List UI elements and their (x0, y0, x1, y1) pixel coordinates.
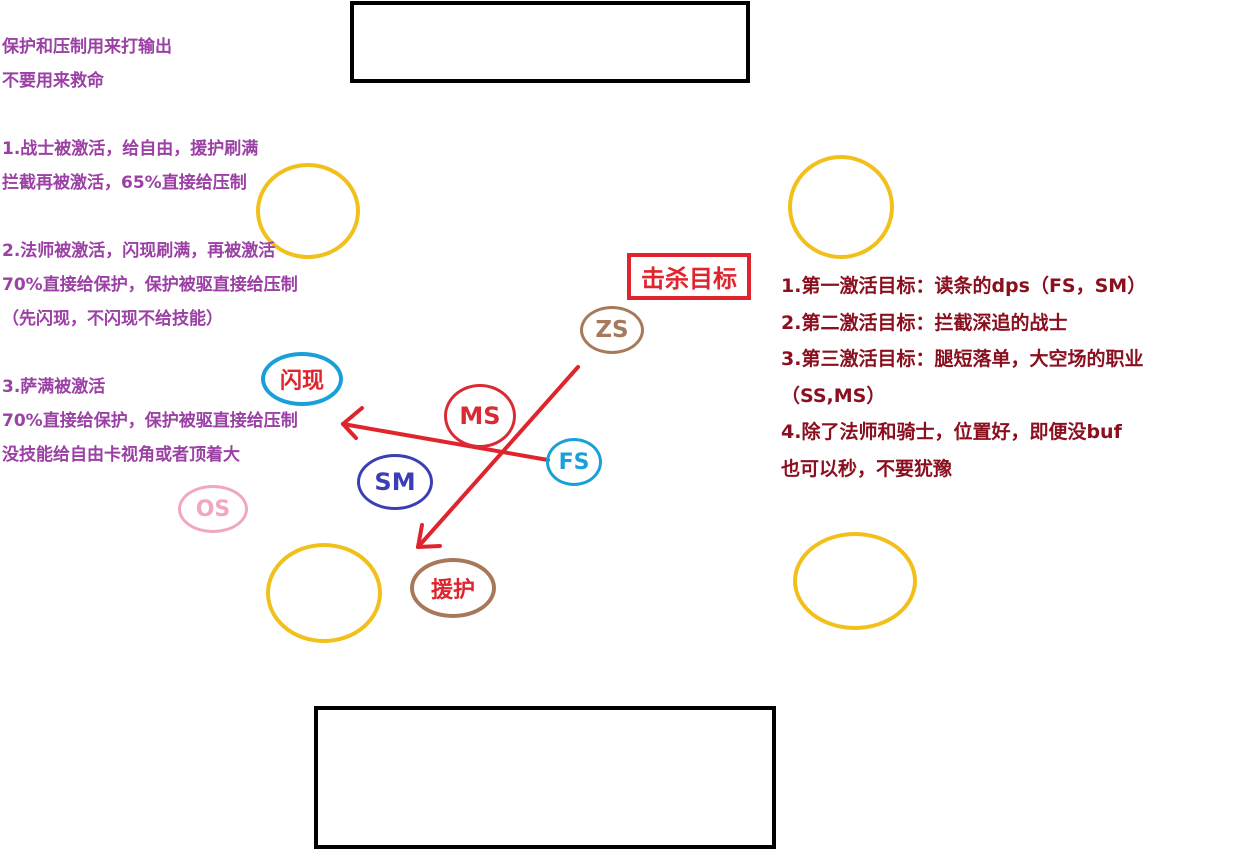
left-notes: 保护和压制用来打输出 不要用来救命 1.战士被激活，给自由，援护刷满 拦截再被激… (2, 30, 298, 472)
token-rescue: 援护 (410, 558, 496, 618)
kill-target-label: 击杀目标 (627, 253, 751, 300)
left-note-line: 3.萨满被激活 (2, 377, 106, 397)
left-note-line (2, 336, 298, 370)
token-sm: SM (357, 454, 433, 510)
token-blink: 闪现 (261, 352, 343, 406)
top-pillar-box (350, 1, 750, 83)
ring-bottom-left (266, 543, 382, 643)
token-fs: FS (546, 438, 602, 486)
left-note-line: 拦截再被激活，65%直接给压制 (2, 173, 247, 193)
left-note-line: 2.法师被激活，闪现刷满，再被激活 (2, 241, 276, 261)
left-note-line: 没技能给自由卡视角或者顶着大 (2, 445, 240, 465)
token-zs: ZS (580, 306, 644, 354)
left-note-line: 70%直接给保护，保护被驱直接给压制 (2, 275, 298, 295)
right-notes: 1.第一激活目标：读条的dps（FS，SM） 2.第二激活目标：拦截深追的战士 … (781, 268, 1146, 487)
ring-top-right (788, 155, 894, 259)
token-os: OS (178, 485, 248, 533)
right-note-line: （SS,MS） (781, 384, 886, 407)
right-note-line: 4.除了法师和骑士，位置好，即便没buf (781, 421, 1122, 443)
left-note-line: 70%直接给保护，保护被驱直接给压制 (2, 411, 298, 431)
left-note-line: 1.战士被激活，给自由，援护刷满 (2, 139, 259, 159)
left-note-line: 不要用来救命 (2, 71, 104, 91)
right-note-line: 3.第三激活目标：腿短落单，大空场的职业 (781, 348, 1144, 370)
bottom-pillar-box (314, 706, 776, 849)
left-note-line: （先闪现，不闪现不给技能） (2, 309, 223, 329)
right-note-line: 2.第二激活目标：拦截深追的战士 (781, 311, 1068, 334)
left-note-line (2, 98, 298, 132)
ring-bottom-right (793, 532, 917, 630)
ring-top-left (256, 163, 360, 259)
token-ms: MS (444, 384, 516, 448)
right-note-line: 1.第一激活目标：读条的dps（FS，SM） (781, 275, 1147, 297)
right-note-line: 也可以秒，不要犹豫 (781, 457, 953, 480)
left-note-line: 保护和压制用来打输出 (2, 37, 172, 57)
left-note-line (2, 200, 298, 234)
